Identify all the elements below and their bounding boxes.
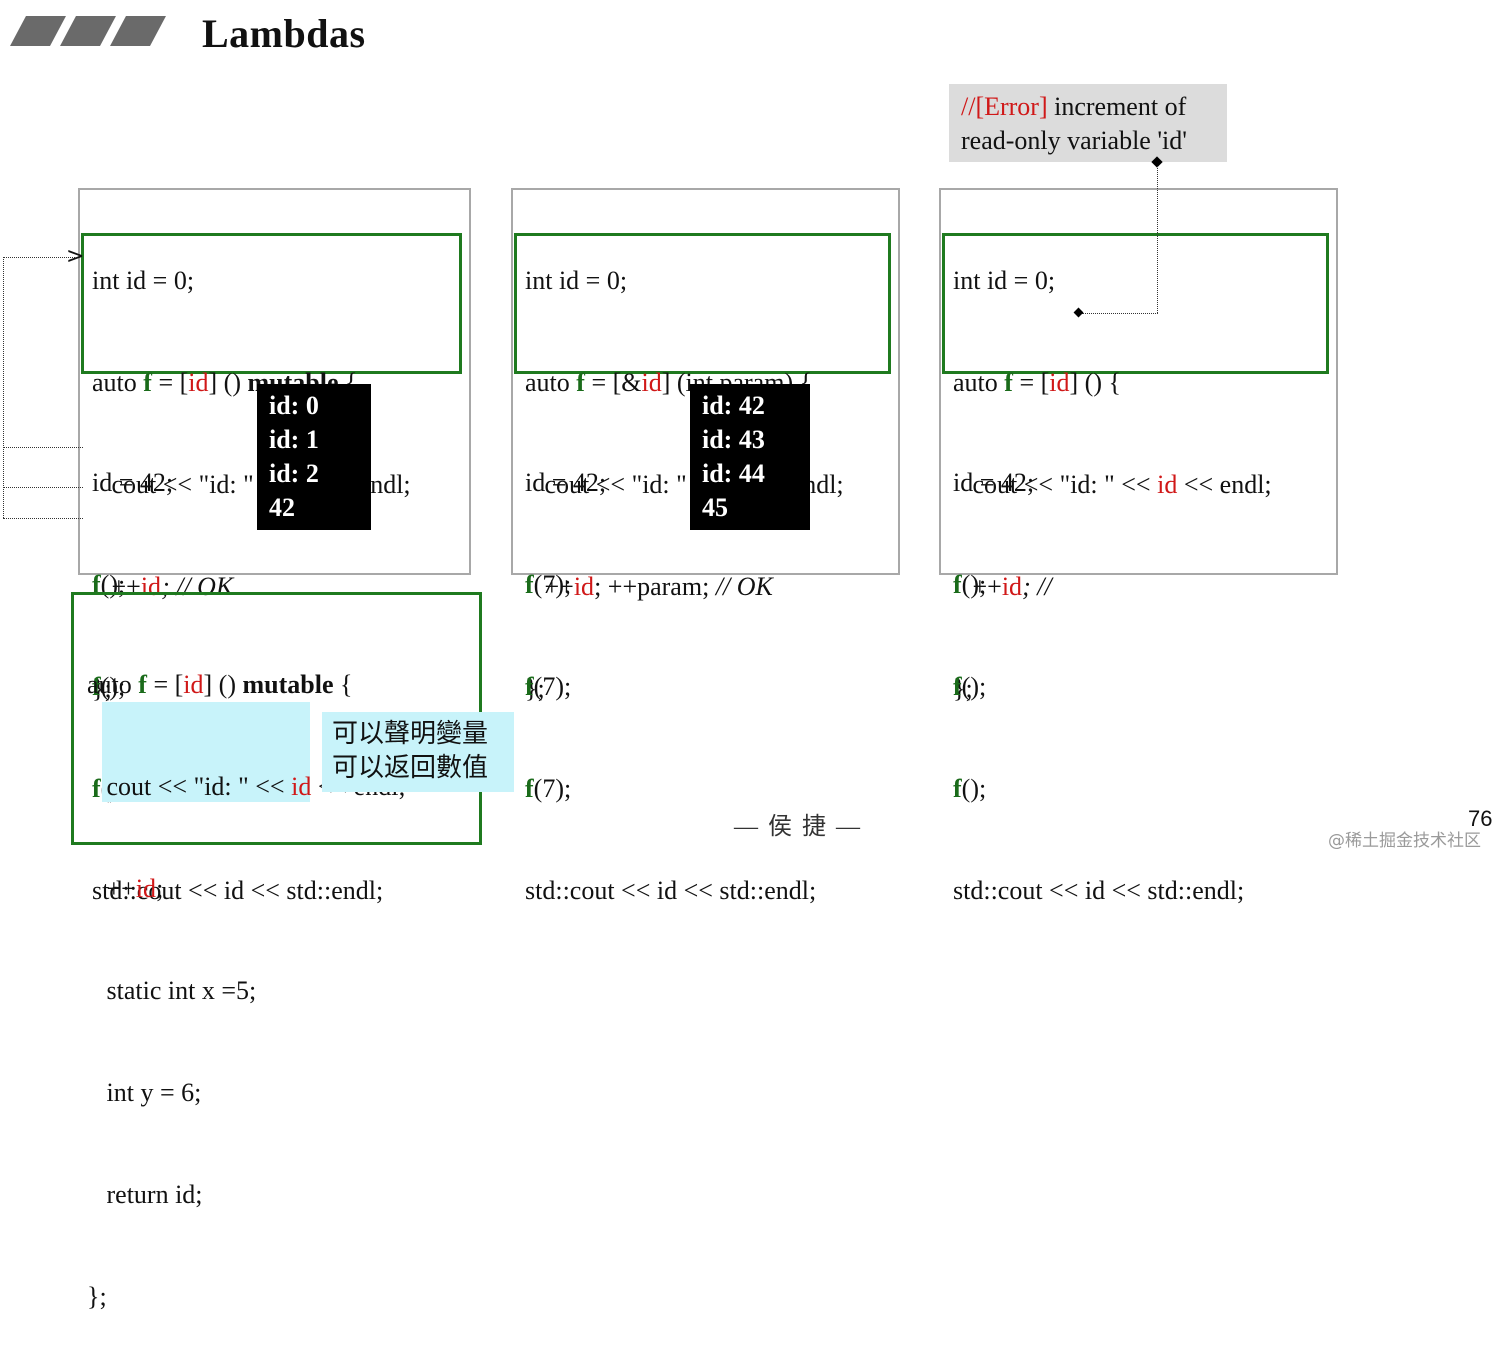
arrow-right-icon: >	[66, 244, 85, 269]
call-connector-line	[3, 487, 83, 488]
console-output: id: 0 id: 1 id: 2 42	[257, 384, 371, 530]
code-line: f();	[953, 672, 987, 701]
lambda-highlight-box	[942, 233, 1329, 374]
code-line: static int x =5;	[87, 976, 257, 1005]
output-line: id: 43	[702, 425, 765, 454]
code-line: f();	[953, 570, 987, 599]
error-text: increment of	[1047, 92, 1187, 121]
console-output: id: 42 id: 43 id: 44 45	[690, 384, 810, 530]
code-line: std::cout << id << std::endl;	[953, 876, 1245, 905]
error-connector-line	[1082, 313, 1158, 314]
code-line: cout << "id: " << id << endl;	[953, 470, 1272, 499]
header-stripe	[60, 16, 116, 46]
call-connector-line	[3, 518, 83, 519]
code-line: f();	[92, 672, 126, 701]
page-number: 76	[1468, 806, 1493, 831]
code-line: f(7);	[525, 570, 572, 599]
error-note: //[Error] increment of read-only variabl…	[949, 84, 1227, 162]
header-stripe	[110, 16, 166, 46]
code-block: int id = 0; auto f = [id] () { cout << "…	[953, 196, 1272, 740]
code-line: int id = 0;	[525, 266, 628, 295]
code-line: auto f = [id] () {	[953, 368, 1121, 397]
watermark: @稀土掘金技术社区	[1328, 831, 1481, 851]
output-line: 42	[269, 493, 295, 522]
code-line: return id;	[87, 1180, 203, 1209]
code-line: int y = 6;	[87, 1078, 202, 1107]
output-line: id: 0	[269, 391, 319, 420]
output-line: 45	[702, 493, 728, 522]
highlight-block	[102, 702, 310, 802]
code-line: f(7);	[525, 672, 572, 701]
code-line: };	[525, 674, 545, 703]
code-line: std::cout << id << std::endl;	[525, 876, 817, 905]
output-line: id: 42	[702, 391, 765, 420]
code-line: ++id; ++param; // OK	[525, 572, 773, 601]
call-connector-line	[3, 257, 4, 518]
lambda-highlight-box	[514, 233, 891, 374]
code-line: };	[953, 674, 973, 703]
error-text: read-only variable 'id'	[961, 126, 1187, 155]
code-line: };	[87, 1282, 107, 1311]
call-connector-line	[3, 447, 83, 448]
code-line: auto f = [id] () mutable {	[87, 670, 353, 699]
output-line: id: 1	[269, 425, 319, 454]
author-footer: — 侯 捷 —	[734, 814, 862, 840]
output-line: id: 44	[702, 459, 765, 488]
error-tag: //[Error]	[961, 92, 1048, 121]
code-block: id = 42; f(); f(); f(); std::cout << id …	[953, 398, 1244, 942]
code-line: f();	[953, 774, 987, 803]
code-line: f(7);	[525, 774, 572, 803]
lambda-highlight-box	[81, 233, 462, 374]
code-line: id = 42;	[92, 468, 174, 497]
note-line: 可以返回數值	[332, 753, 489, 783]
code-line: ++id; //	[953, 572, 1052, 601]
code-line: ++id;	[87, 874, 164, 903]
header-stripe	[10, 16, 66, 46]
code-line: id = 42;	[953, 468, 1035, 497]
call-connector-line	[3, 257, 75, 258]
error-connector-line	[1157, 166, 1158, 313]
code-line: int id = 0;	[92, 266, 195, 295]
code-line: };	[92, 674, 112, 703]
code-panel-error	[939, 188, 1338, 575]
annotation-note: 可以聲明變量 可以返回數值	[322, 712, 514, 792]
code-line: int id = 0;	[953, 266, 1056, 295]
code-line: id = 42;	[525, 468, 607, 497]
page-title: Lambdas	[202, 11, 366, 56]
output-line: id: 2	[269, 459, 319, 488]
note-line: 可以聲明變量	[332, 719, 489, 749]
